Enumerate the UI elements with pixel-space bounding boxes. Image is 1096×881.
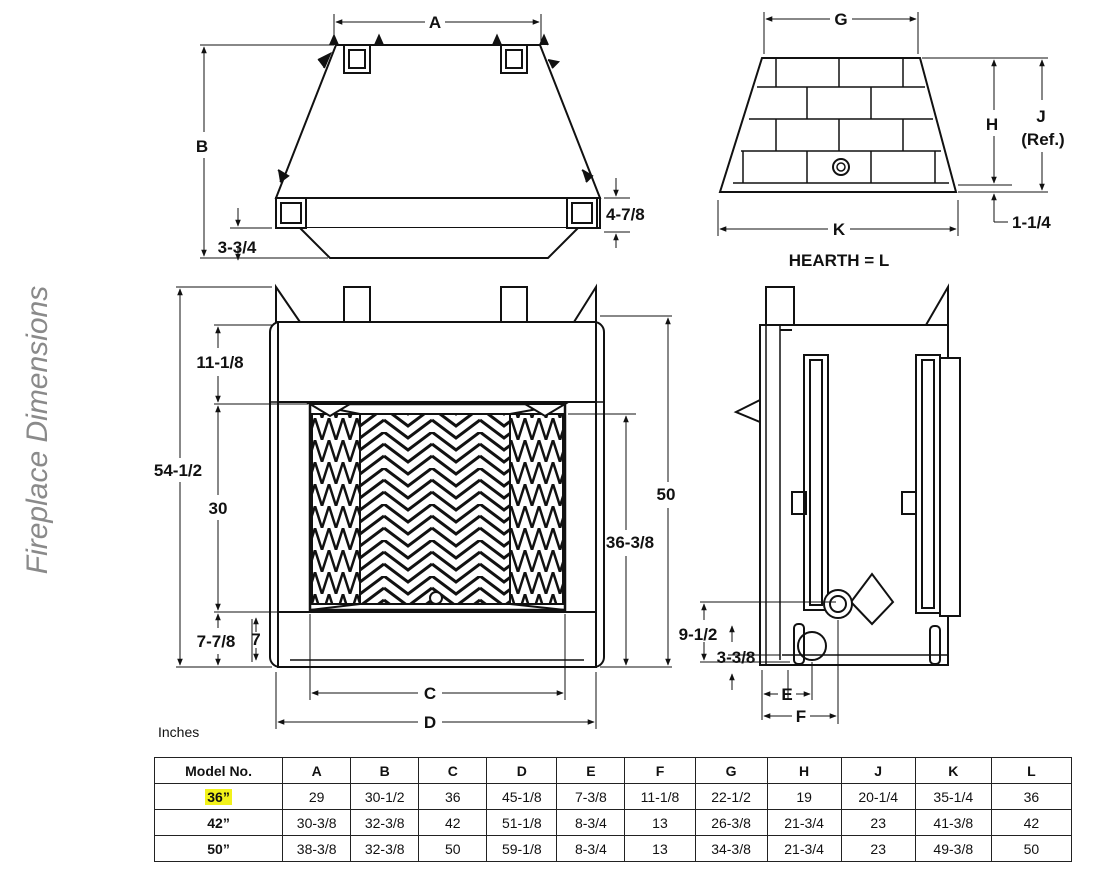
table-cell: 8-3/4 — [556, 835, 626, 862]
model-cell: 50” — [153, 835, 284, 862]
table-cell: 50 — [990, 835, 1073, 862]
header-h: H — [766, 757, 842, 784]
label-J: J — [1036, 107, 1045, 126]
label-A: A — [429, 13, 441, 32]
table-cell: 42 — [990, 809, 1073, 836]
header-model-no: Model No. — [153, 757, 284, 784]
table-cell: 23 — [840, 835, 916, 862]
table-cell: 21-3/4 — [766, 809, 842, 836]
table-cell: 32-3/8 — [350, 835, 420, 862]
table-cell: 59-1/8 — [486, 835, 558, 862]
side-view-dimensions — [700, 601, 839, 724]
label-9-1-2: 9-1/2 — [679, 625, 718, 644]
table-cell: 8-3/4 — [556, 809, 626, 836]
units-label: Inches — [158, 724, 200, 740]
table-cell: 21-3/4 — [766, 835, 842, 862]
table-cell: 51-1/8 — [486, 809, 558, 836]
table-cell: 42 — [418, 809, 488, 836]
header-k: K — [914, 757, 992, 784]
label-hearth: HEARTH = L — [789, 251, 890, 270]
dimension-labels: A B 3-3/4 4-7/8 G H J (Ref.) 1-1/4 K HEA… — [154, 10, 1065, 732]
header-d: D — [486, 757, 558, 784]
table-cell: 23 — [840, 809, 916, 836]
table-cell: 36 — [418, 783, 488, 810]
table-cell: 30-1/2 — [350, 783, 420, 810]
header-g: G — [694, 757, 768, 784]
table-cell: 41-3/8 — [914, 809, 992, 836]
label-50: 50 — [657, 485, 676, 504]
table-cell: 49-3/8 — [914, 835, 992, 862]
table-cell: 13 — [624, 809, 696, 836]
table-cell: 50 — [418, 835, 488, 862]
model-label: 50” — [207, 840, 230, 857]
label-3-3-8: 3-3/8 — [717, 648, 756, 667]
label-36-3-8: 36-3/8 — [606, 533, 654, 552]
label-D: D — [424, 713, 436, 732]
model-label: 36” — [205, 788, 232, 805]
table-cell: 19 — [766, 783, 842, 810]
header-e: E — [556, 757, 626, 784]
label-H: H — [986, 115, 998, 134]
label-F: F — [796, 707, 806, 726]
label-11-1-8: 11-1/8 — [196, 353, 243, 372]
header-c: C — [418, 757, 488, 784]
model-cell: 36” — [153, 783, 284, 810]
hearth-view-dimensions — [717, 12, 1048, 236]
table-cell: 11-1/8 — [624, 783, 696, 810]
model-cell: 42” — [153, 809, 284, 836]
table-cell: 26-3/8 — [694, 809, 768, 836]
top-view-dimensions — [200, 14, 630, 261]
table-cell: 36 — [990, 783, 1073, 810]
label-K: K — [833, 220, 846, 239]
front-view-dimensions — [176, 286, 672, 729]
label-3-3-4-top: 3-3/4 — [218, 238, 257, 257]
header-b: B — [350, 757, 420, 784]
header-l: L — [990, 757, 1073, 784]
side-view — [733, 283, 961, 666]
front-view — [269, 283, 605, 668]
table-cell: 7-3/8 — [556, 783, 626, 810]
table-cell: 13 — [624, 835, 696, 862]
hearth-view — [718, 57, 958, 193]
header-a: A — [282, 757, 352, 784]
top-view — [274, 33, 602, 259]
label-B: B — [196, 137, 208, 156]
header-j: J — [840, 757, 916, 784]
table-cell: 30-3/8 — [282, 809, 352, 836]
label-G: G — [834, 10, 847, 29]
model-label: 42” — [207, 814, 230, 831]
label-7: 7 — [251, 630, 260, 649]
label-7-7-8: 7-7/8 — [197, 632, 236, 651]
label-C: C — [424, 684, 436, 703]
table-cell: 35-1/4 — [914, 783, 992, 810]
table-cell: 29 — [282, 783, 352, 810]
label-1-1-4: 1-1/4 — [1012, 213, 1051, 232]
table-cell: 20-1/4 — [840, 783, 916, 810]
label-30: 30 — [209, 499, 228, 518]
label-4-7-8: 4-7/8 — [606, 205, 645, 224]
label-54-1-2: 54-1/2 — [154, 461, 202, 480]
header-f: F — [624, 757, 696, 784]
table-cell: 38-3/8 — [282, 835, 352, 862]
table-cell: 34-3/8 — [694, 835, 768, 862]
label-E: E — [781, 685, 792, 704]
table-cell: 45-1/8 — [486, 783, 558, 810]
table-cell: 32-3/8 — [350, 809, 420, 836]
label-J-ref: (Ref.) — [1021, 130, 1064, 149]
fireplace-dimensions-diagram: A B 3-3/4 4-7/8 G H J (Ref.) 1-1/4 K HEA… — [154, 10, 1065, 732]
table-cell: 22-1/2 — [694, 783, 768, 810]
